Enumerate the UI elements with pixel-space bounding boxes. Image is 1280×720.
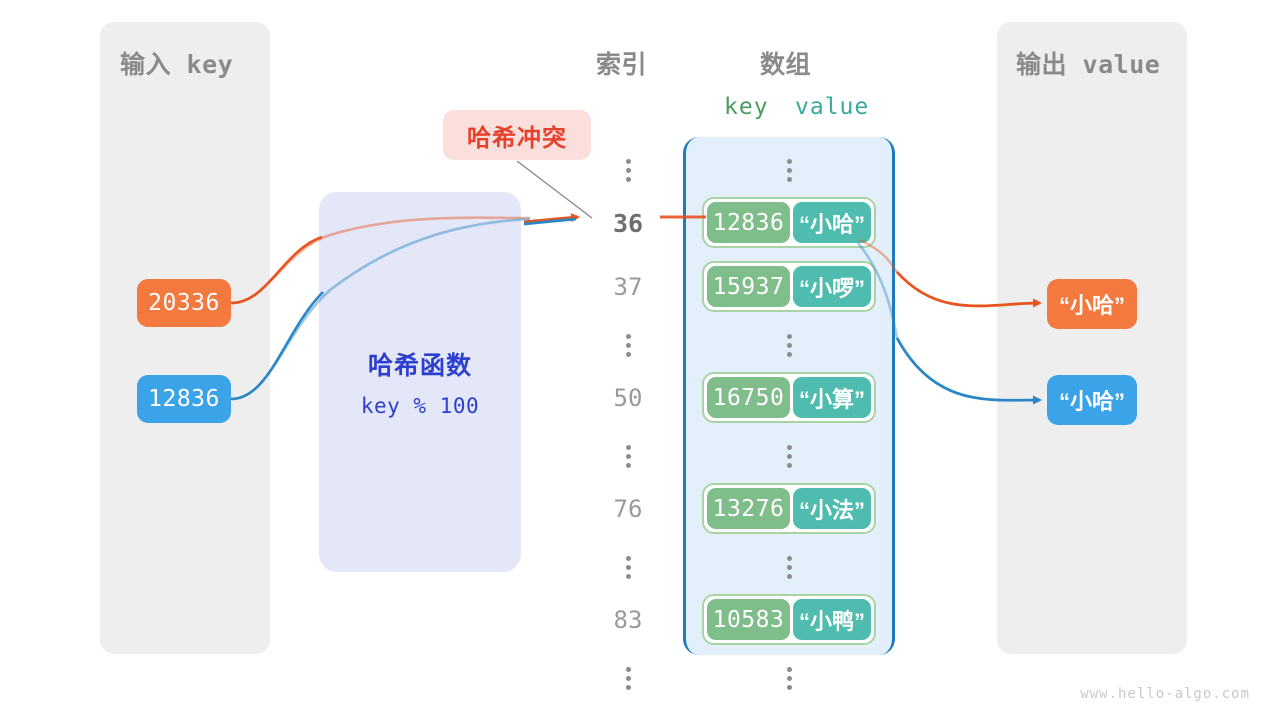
index-label-50: 50 (613, 384, 643, 412)
wire-key0-arrow-seg (523, 213, 580, 224)
input-panel-title: 输入 key (120, 50, 234, 79)
array-entry-key: 13276 (707, 488, 790, 529)
array-key-header: key (724, 94, 769, 120)
array-value-header: value (795, 94, 870, 120)
hash-function-title: 哈希函数 (367, 352, 472, 380)
index-column-title: 索引 (596, 50, 648, 79)
index-ellipsis (621, 667, 635, 690)
index-ellipsis (621, 159, 635, 182)
index-label-36: 36 (612, 209, 644, 238)
index-label-37: 37 (613, 273, 643, 301)
array-ellipsis (782, 159, 796, 182)
output-value-panel (997, 22, 1187, 654)
array-entry-value: “小哈” (792, 202, 871, 243)
index-label-76: 76 (613, 495, 643, 523)
array-entry: 13276“小法” (702, 483, 876, 534)
array-title: 数组 (760, 50, 812, 79)
index-ellipsis (621, 334, 635, 357)
wire-key1-arrow-seg (523, 217, 577, 226)
array-entry: 12836“小哈” (702, 197, 876, 248)
array-entry-key: 12836 (707, 202, 790, 243)
array-entry-value: “小啰” (792, 266, 871, 307)
array-ellipsis (782, 556, 796, 579)
array-entry: 16750“小算” (702, 372, 876, 423)
hash-function-formula: key % 100 (360, 394, 480, 418)
array-entry-key: 16750 (707, 377, 790, 418)
array-entry: 15937“小啰” (702, 261, 876, 312)
hash-collision-callout: 哈希冲突 (443, 110, 591, 160)
input-key-0: 20336 (137, 279, 231, 327)
hash-function-box (319, 192, 521, 572)
output-panel-title: 输出 value (1016, 50, 1161, 79)
array-entry-key: 10583 (707, 599, 790, 640)
index-ellipsis (621, 556, 635, 579)
array-ellipsis (782, 334, 796, 357)
output-value-0: “小哈” (1047, 279, 1137, 329)
array-entry-value: “小算” (792, 377, 871, 418)
collision-leader-line (516, 160, 593, 219)
input-key-panel (100, 22, 270, 654)
array-entry: 10583“小鸭” (702, 594, 876, 645)
index-label-83: 83 (613, 606, 643, 634)
array-ellipsis (782, 667, 796, 690)
output-value-1: “小哈” (1047, 375, 1137, 425)
index-ellipsis (621, 445, 635, 468)
input-key-1: 12836 (137, 375, 231, 423)
array-entry-value: “小鸭” (792, 599, 871, 640)
array-ellipsis (782, 445, 796, 468)
watermark: www.hello-algo.com (1080, 686, 1250, 702)
array-entry-key: 15937 (707, 266, 790, 307)
array-entry-value: “小法” (792, 488, 871, 529)
